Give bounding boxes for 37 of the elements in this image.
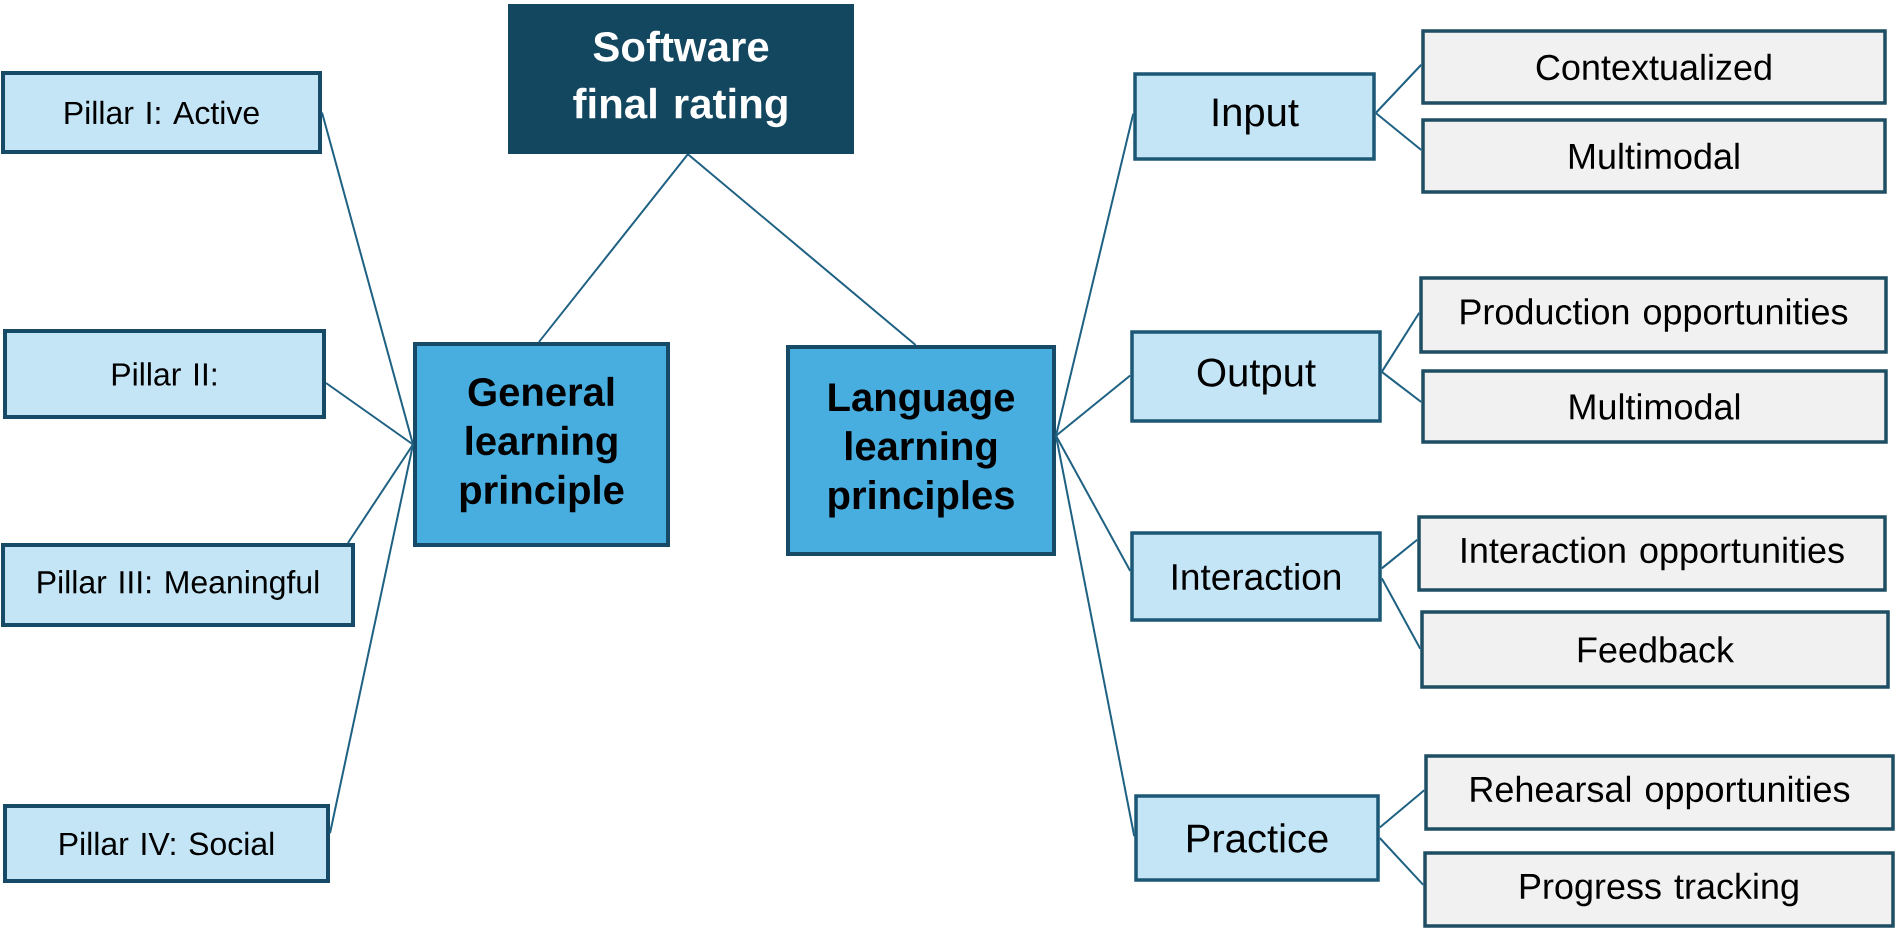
category-box: Language learning principles: [786, 345, 1056, 556]
connector-line: [321, 111, 414, 446]
connector-line: [1374, 111, 1423, 151]
connector-line: [1378, 789, 1426, 829]
criterion-box: Contextualized: [1421, 29, 1887, 105]
connector-line: [1055, 434, 1136, 838]
connector-line: [1378, 837, 1425, 886]
connector-line: [1374, 63, 1423, 114]
connector-line: [1055, 112, 1135, 437]
pillar-box: Pillar III: Meaningful: [1, 543, 355, 627]
criterion-box: Multimodal: [1421, 118, 1887, 194]
connector-line: [329, 443, 414, 835]
connector-line: [1055, 434, 1132, 573]
root-box: Software final rating: [508, 4, 854, 154]
category-box: General learning principle: [413, 342, 670, 547]
connector-line: [686, 153, 917, 346]
connector-line: [537, 153, 689, 343]
connector-line: [346, 443, 414, 544]
subcategory-box: Output: [1130, 330, 1382, 423]
criterion-box: Interaction opportunities: [1417, 515, 1887, 592]
criterion-box: Multimodal: [1421, 369, 1888, 444]
pillar-box: Pillar IV: Social: [3, 804, 330, 883]
connector-line: [1380, 577, 1422, 650]
connector-line: [1380, 370, 1423, 404]
criterion-box: Feedback: [1420, 610, 1890, 689]
connector-line: [1380, 538, 1419, 570]
connector-line: [1055, 374, 1132, 437]
pillar-box: Pillar I: Active: [1, 71, 322, 154]
criterion-box: Progress tracking: [1423, 851, 1895, 928]
criterion-box: Rehearsal opportunities: [1424, 754, 1895, 831]
subcategory-box: Input: [1133, 72, 1376, 161]
connector-line: [1380, 311, 1421, 373]
subcategory-box: Interaction: [1130, 531, 1382, 622]
pillar-box: Pillar II:: [3, 329, 326, 419]
subcategory-box: Practice: [1134, 794, 1380, 882]
criterion-box: Production opportunities: [1419, 276, 1888, 354]
connector-line: [325, 382, 414, 446]
